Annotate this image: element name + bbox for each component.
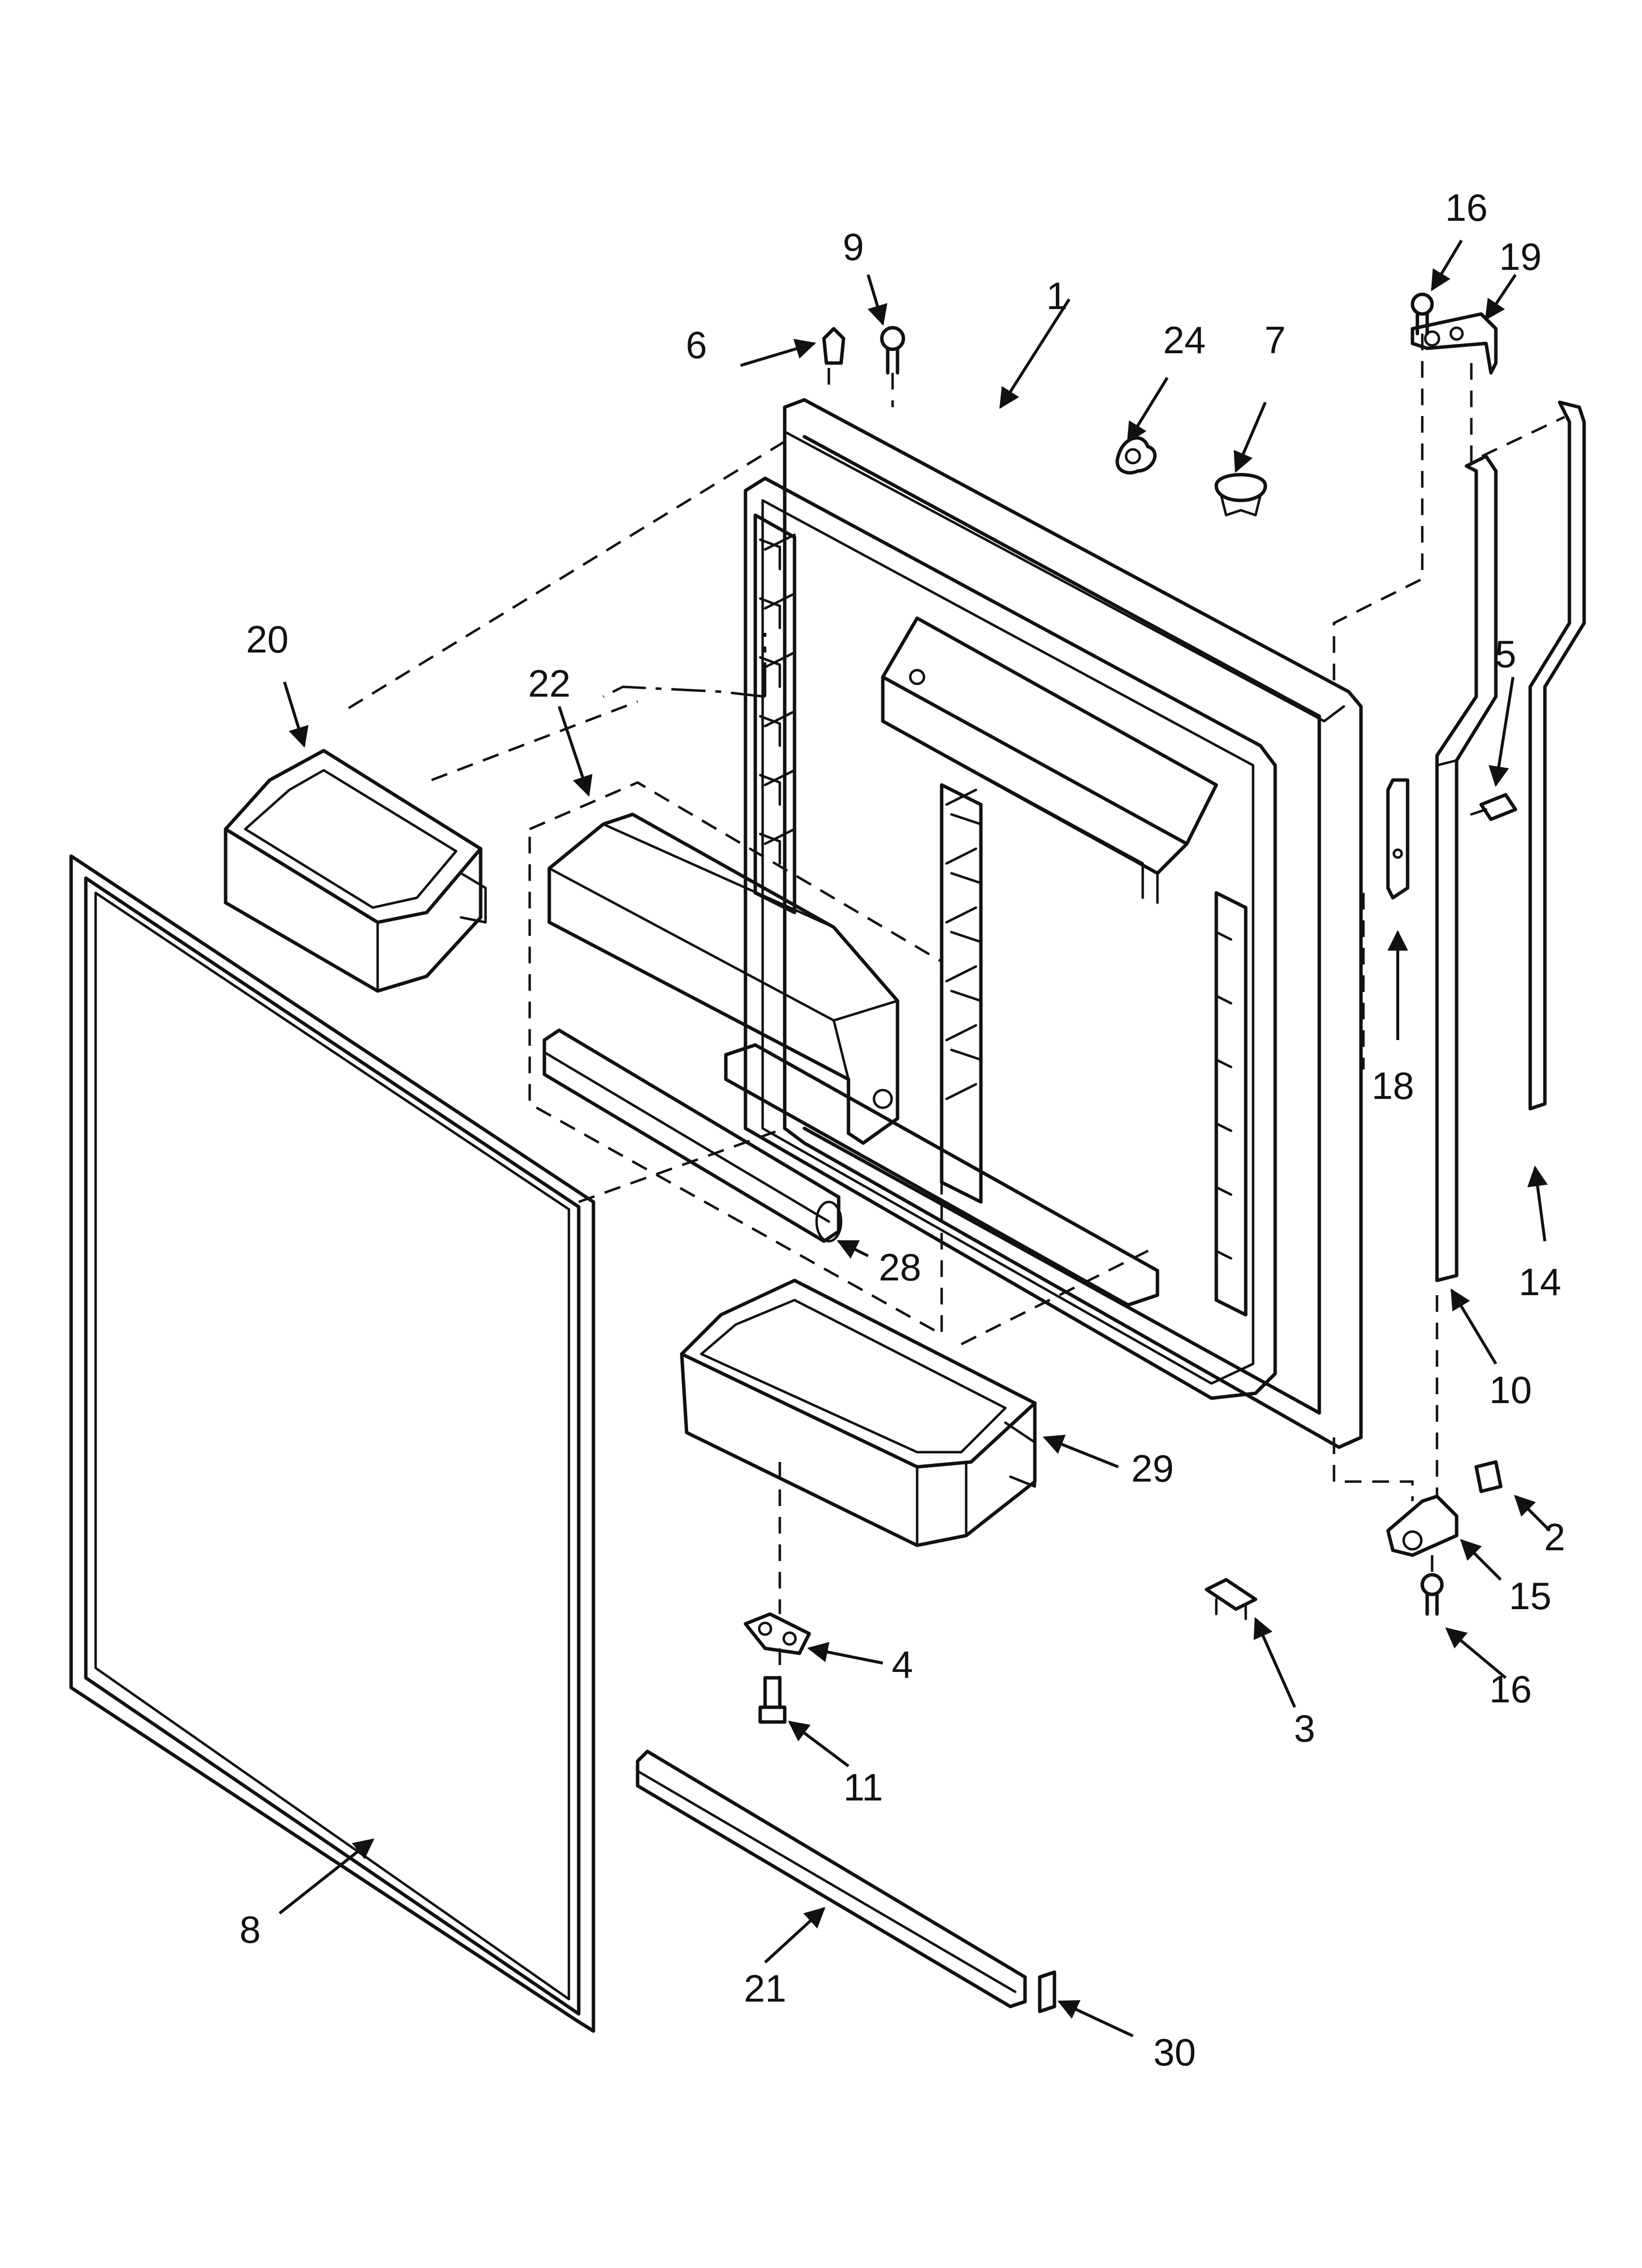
callout-21: 21 [744, 1967, 787, 2010]
handle-part-14 [1528, 400, 1586, 1111]
callout-20: 20 [246, 618, 289, 661]
end-cap-part-30 [1038, 1970, 1056, 2013]
callout-29: 29 [1131, 1447, 1174, 1490]
door-bin-part-29 [680, 1278, 1037, 1547]
callout-3: 3 [1294, 1707, 1315, 1750]
callout-labels: 1 2 3 4 5 6 7 8 9 10 11 14 15 16 16 18 1… [239, 186, 1565, 2074]
callout-4: 4 [892, 1643, 913, 1686]
alignment-lines [342, 334, 1565, 1678]
callout-2: 2 [1544, 1515, 1565, 1559]
hinge-part-19 [1411, 312, 1498, 375]
nameplate-part-18 [1386, 778, 1410, 900]
door-gasket-part-8 [69, 854, 595, 2033]
plug-part-7 [1214, 473, 1267, 517]
callout-22: 22 [528, 662, 571, 705]
handle-trim-part-10 [1435, 454, 1498, 1282]
plug-part-24 [1115, 436, 1157, 475]
callout-1: 1 [1046, 274, 1067, 317]
plug-part-6 [822, 327, 846, 365]
callout-10: 10 [1489, 1368, 1532, 1411]
screw-part-9 [880, 326, 905, 375]
door-trim-part-21 [636, 1749, 1027, 2008]
screw-part-16-bottom [1420, 1573, 1444, 1616]
screw-part-5 [1470, 793, 1517, 821]
callout-14: 14 [1519, 1260, 1562, 1303]
callout-30: 30 [1154, 2031, 1196, 2074]
hinge-part-4 [744, 1612, 811, 1655]
dairy-door-part-22 [528, 633, 943, 1337]
clip-part-2 [1474, 1460, 1503, 1493]
callout-18: 18 [1372, 1064, 1414, 1107]
callout-16-bottom: 16 [1489, 1668, 1532, 1711]
door-bin-part-20 [224, 749, 487, 993]
dairy-rail-part-28 [542, 1028, 843, 1243]
leader-lines [279, 239, 1551, 2037]
callout-19: 19 [1499, 235, 1542, 278]
callout-6: 6 [686, 323, 707, 366]
callout-24: 24 [1163, 318, 1206, 362]
callout-8: 8 [239, 1908, 260, 1951]
callout-28: 28 [879, 1246, 922, 1289]
callout-9: 9 [843, 225, 864, 268]
door-liner-part-1 [724, 398, 1363, 1449]
callout-11: 11 [844, 1766, 883, 1809]
callout-16-top: 16 [1445, 186, 1488, 229]
hinge-part-15 [1386, 1494, 1459, 1557]
screw-part-11 [758, 1676, 787, 1724]
callout-5: 5 [1495, 632, 1516, 676]
bracket-part-3 [1205, 1578, 1257, 1620]
callout-7: 7 [1264, 318, 1285, 362]
callout-15: 15 [1509, 1574, 1552, 1617]
